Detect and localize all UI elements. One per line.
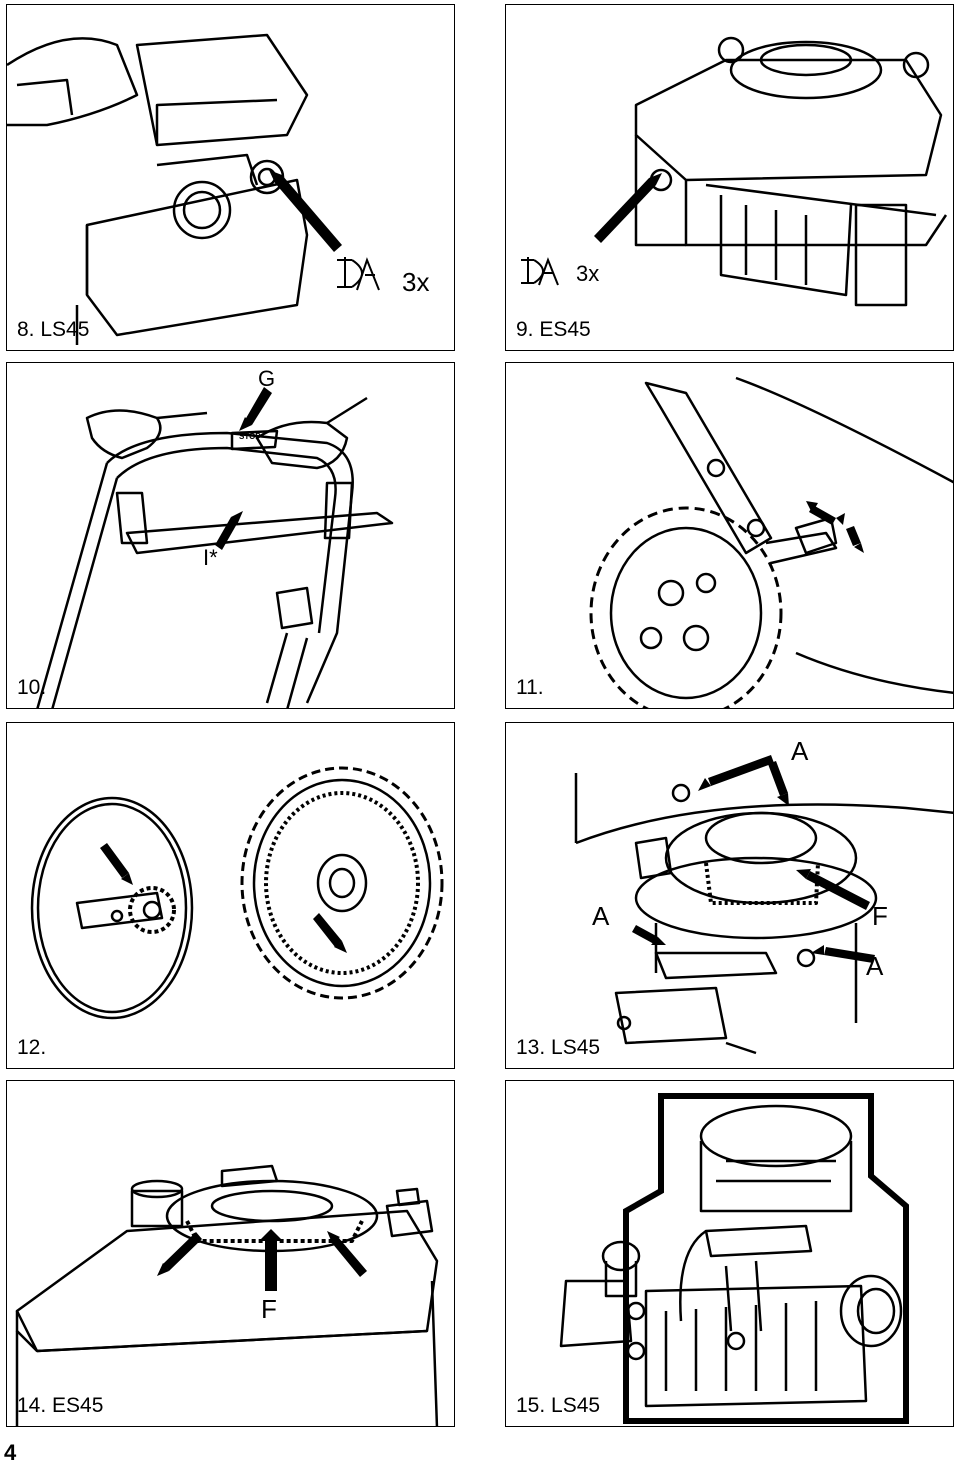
figure-caption: 13. LS45 bbox=[516, 1036, 601, 1059]
repeat-count-label: 3x bbox=[576, 261, 600, 286]
stop-text: STOP bbox=[239, 432, 261, 441]
label-i: I* bbox=[203, 545, 218, 570]
repeat-count-label: 3x bbox=[402, 267, 430, 297]
label-a-left: A bbox=[592, 901, 610, 931]
figure-caption: 15. LS45 bbox=[516, 1394, 601, 1417]
figure-12-panel: 12. bbox=[6, 722, 455, 1069]
wheel-gear-illustration bbox=[30, 766, 444, 1020]
figure-8-panel: 3x 8. LS45 bbox=[6, 4, 455, 351]
label-f: F bbox=[261, 1294, 277, 1324]
figure-caption: 8. LS45 bbox=[17, 318, 90, 341]
figure-caption: 14. ES45 bbox=[17, 1394, 104, 1417]
label-a-top: A bbox=[791, 736, 809, 766]
figure-9-panel: 3x 9. ES45 bbox=[505, 4, 954, 351]
air-intake-es45-illustration bbox=[15, 1164, 439, 1426]
starter-removal-ls45-illustration bbox=[574, 755, 953, 1055]
figure-11-panel: 11. bbox=[505, 362, 954, 709]
figure-caption: 12. bbox=[17, 1036, 47, 1059]
engine-primer-es45-illustration bbox=[521, 36, 948, 307]
figure-10-panel: G I* STOP 10. bbox=[6, 362, 455, 709]
figure-caption: 10. bbox=[17, 676, 47, 699]
label-a-right: A bbox=[866, 951, 884, 981]
wheel-height-adjust-illustration bbox=[589, 376, 953, 708]
label-f: F bbox=[872, 901, 888, 931]
figure-14-panel: F 14. ES45 bbox=[6, 1080, 455, 1427]
figure-13-panel: A A F A 13. LS45 bbox=[505, 722, 954, 1069]
handlebar-stop-lever-illustration bbox=[36, 387, 394, 708]
cooling-area-ls45-illustration bbox=[559, 1093, 909, 1424]
engine-fuel-primer-illustration bbox=[7, 33, 380, 345]
label-g: G bbox=[258, 366, 276, 391]
figure-15-panel: 15. LS45 bbox=[505, 1080, 954, 1427]
figure-caption: 9. ES45 bbox=[516, 318, 591, 341]
page-number: 4 bbox=[4, 1440, 17, 1465]
figure-caption: 11. bbox=[516, 676, 544, 699]
